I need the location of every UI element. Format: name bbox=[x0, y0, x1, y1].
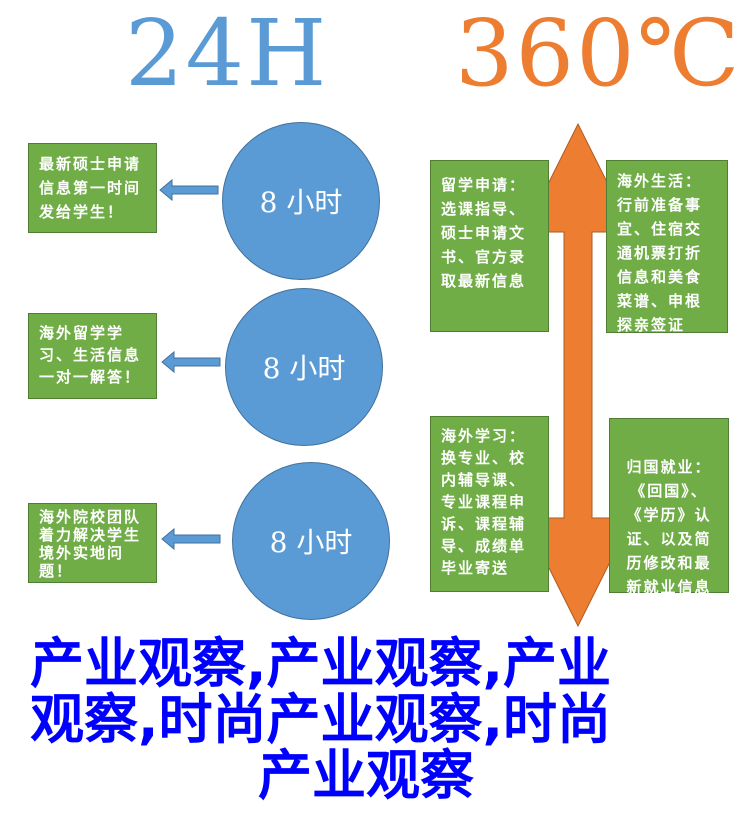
overlay-text-2: 观察,时尚产业观察,时尚 bbox=[30, 688, 612, 751]
right-box-2: 归国就业：《回国》、《学历》认证、以及简历修改和最新就业信息 bbox=[609, 418, 729, 596]
circle-8h-3: 8 小时 bbox=[232, 462, 390, 620]
circle-8h-1: 8 小时 bbox=[222, 122, 380, 280]
overlay-text-3: 产业观察 bbox=[258, 744, 474, 807]
arrow-left-icon bbox=[161, 350, 221, 374]
arrow-left-icon bbox=[161, 527, 221, 551]
middle-box-1: 留学申请：选课指导、硕士申请文书、官方录取最新信息 bbox=[430, 160, 549, 332]
overlay-text-1: 产业观察,产业观察,产业 bbox=[30, 632, 612, 695]
middle-box-2: 海外学习：换专业、校内辅导课、专业课程申诉、课程辅导、成绩单毕业寄送 bbox=[430, 416, 549, 592]
left-box-2: 海外留学学习、生活信息一对一解答！ bbox=[28, 313, 157, 399]
circle-8h-2: 8 小时 bbox=[225, 288, 383, 446]
arrow-left-icon bbox=[159, 178, 219, 202]
title-360: 360℃ bbox=[455, 0, 742, 107]
title-24h: 24H bbox=[125, 0, 329, 107]
right-box-1: 海外生活：行前准备事宜、住宿交通机票打折信息和美食菜谱、申根探亲签证 bbox=[606, 160, 728, 334]
left-box-1: 最新硕士申请信息第一时间发给学生！ bbox=[28, 143, 157, 233]
left-box-3: 海外院校团队着力解决学生境外实地问题！ bbox=[28, 503, 157, 583]
double-arrow-vertical-icon bbox=[523, 122, 633, 628]
